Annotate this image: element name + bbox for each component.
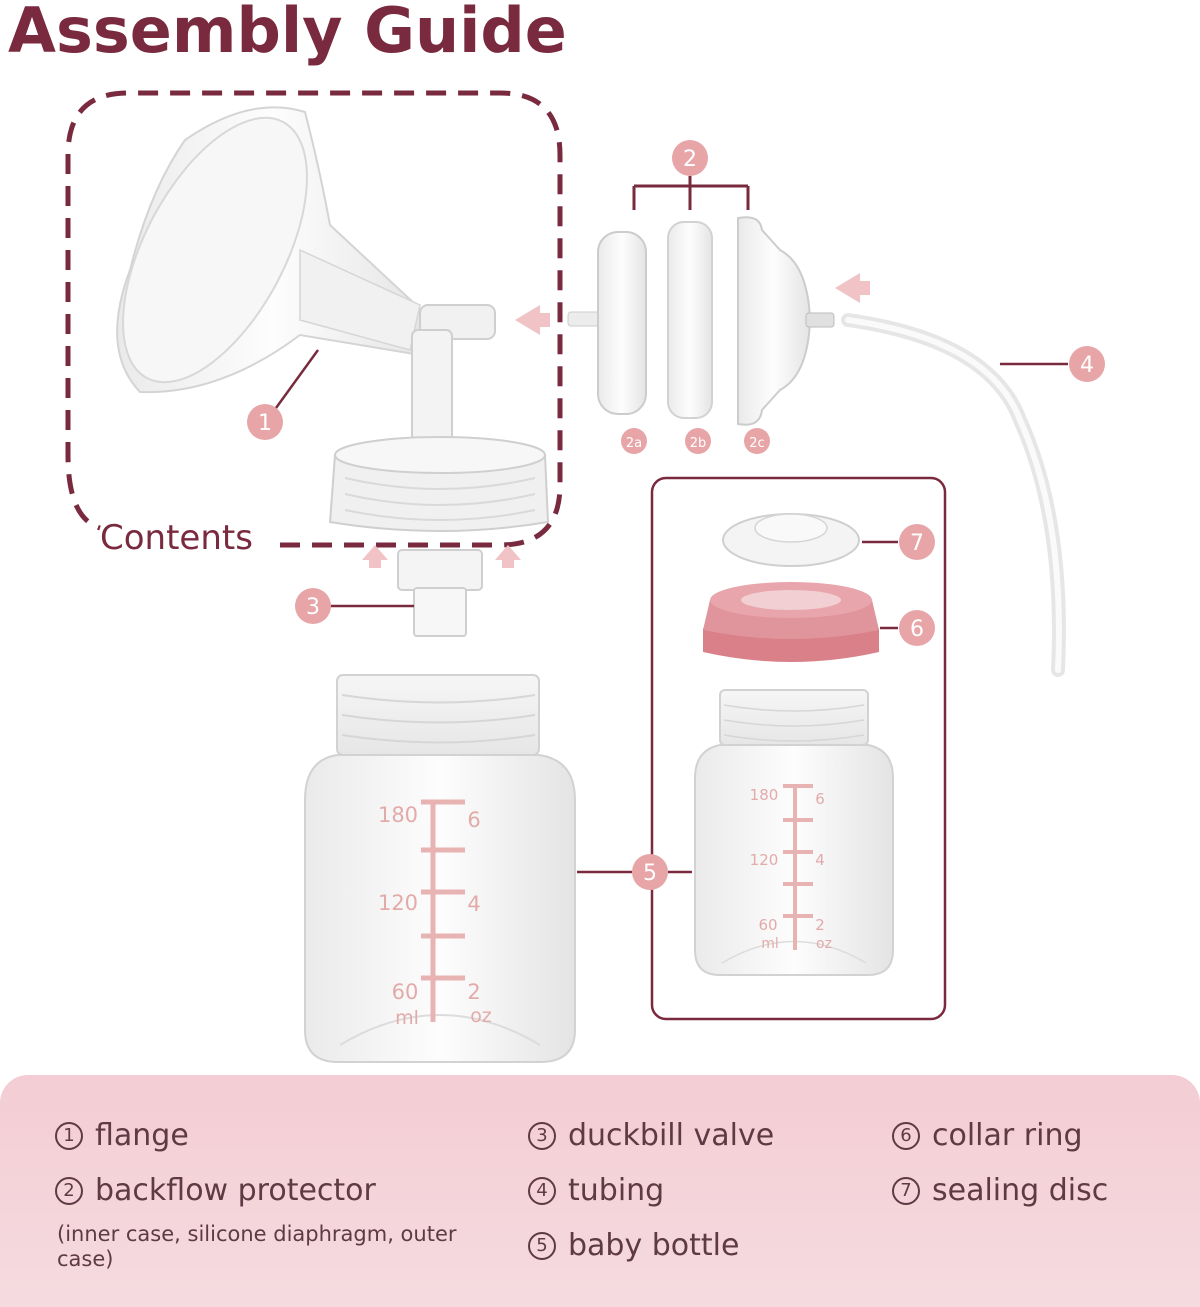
svg-text:4: 4 bbox=[1080, 353, 1094, 378]
tubing-illustration bbox=[841, 313, 1066, 677]
legend-number-4: 4 bbox=[528, 1176, 556, 1205]
arrow-group bbox=[362, 273, 870, 568]
callout-7: 7 bbox=[899, 524, 935, 560]
small-oz-unit: oz bbox=[816, 936, 832, 952]
callout-5: 5 bbox=[632, 854, 668, 890]
legend-number-1: 1 bbox=[55, 1121, 83, 1150]
legend-label-backflow-protector: backflow protector bbox=[95, 1173, 376, 1208]
small-ml-unit: ml bbox=[761, 936, 779, 952]
bottle-set-box bbox=[650, 476, 947, 1021]
arrow-left-1 bbox=[515, 305, 540, 335]
legend-item-sealing-disc: 7 sealing disc bbox=[892, 1173, 1108, 1208]
callout-4: 4 bbox=[1069, 346, 1105, 382]
small-oz-2: 2 bbox=[815, 916, 825, 934]
callout-2: 2 bbox=[672, 140, 708, 176]
small-ml-60: 60 bbox=[758, 916, 777, 934]
collar-ring-illustration bbox=[703, 582, 879, 662]
sealing-disc-illustration bbox=[722, 513, 860, 567]
large-bottle-illustration: 180 120 60 ml 6 4 2 oz bbox=[304, 674, 576, 1063]
legend-item-backflow-protector: 2 backflow protector bbox=[55, 1173, 376, 1208]
legend-item-flange: 1 flange bbox=[55, 1118, 189, 1153]
callout-2c: 2c bbox=[744, 428, 770, 454]
callout-2a: 2a bbox=[621, 428, 647, 454]
callout-1: 1 bbox=[247, 404, 283, 440]
legend-number-6: 6 bbox=[892, 1121, 920, 1150]
arrow-up-1 bbox=[362, 545, 388, 560]
svg-text:2a: 2a bbox=[626, 436, 642, 451]
legend-label-flange: flange bbox=[95, 1118, 189, 1153]
svg-text:2b: 2b bbox=[690, 436, 707, 451]
legend-label-duckbill-valve: duckbill valve bbox=[568, 1118, 775, 1153]
backflow-protector-illustration bbox=[567, 176, 835, 426]
callout-badges: 1 2 2a 2b 2c 3 4 5 6 7 bbox=[247, 140, 1105, 890]
large-oz-2: 2 bbox=[467, 980, 480, 1004]
legend-number-3: 3 bbox=[528, 1121, 556, 1150]
assembly-diagram: 180 120 60 ml 6 4 2 oz 180 120 60 ml 6 4… bbox=[65, 90, 1105, 1063]
large-ml-120: 120 bbox=[378, 891, 418, 915]
legend-number-5: 5 bbox=[528, 1231, 556, 1260]
legend-item-baby-bottle: 5 baby bottle bbox=[528, 1228, 739, 1263]
legend-note: (inner case, silicone diaphragm, outer c… bbox=[57, 1222, 457, 1271]
callout-2b: 2b bbox=[685, 428, 711, 454]
small-ml-120: 120 bbox=[750, 851, 779, 869]
legend-number-2: 2 bbox=[55, 1176, 83, 1205]
legend-label-baby-bottle: baby bottle bbox=[568, 1228, 740, 1263]
legend-label-collar-ring: collar ring bbox=[932, 1118, 1083, 1153]
large-oz-6: 6 bbox=[467, 808, 480, 832]
svg-text:5: 5 bbox=[643, 861, 657, 886]
callout-6: 6 bbox=[899, 610, 935, 646]
contents-dashed-box bbox=[65, 90, 563, 548]
small-oz-4: 4 bbox=[815, 851, 825, 869]
large-oz-unit: oz bbox=[470, 1005, 492, 1027]
legend-item-collar-ring: 6 collar ring bbox=[892, 1118, 1083, 1153]
legend-item-duckbill-valve: 3 duckbill valve bbox=[528, 1118, 774, 1153]
flange-illustration bbox=[116, 106, 550, 532]
svg-text:2c: 2c bbox=[749, 436, 764, 451]
large-ml-180: 180 bbox=[378, 803, 418, 827]
contents-label: Contents bbox=[100, 518, 253, 558]
arrow-left-2 bbox=[835, 273, 860, 303]
callout-3: 3 bbox=[295, 588, 331, 624]
duckbill-valve-illustration bbox=[397, 549, 483, 637]
arrow-up-2 bbox=[495, 545, 521, 560]
small-ml-180: 180 bbox=[750, 786, 779, 804]
legend-item-tubing: 4 tubing bbox=[528, 1173, 664, 1208]
small-oz-6: 6 bbox=[815, 790, 825, 808]
large-ml-60: 60 bbox=[392, 980, 419, 1004]
svg-text:6: 6 bbox=[910, 617, 924, 642]
small-bottle-illustration: 180 120 60 ml 6 4 2 oz bbox=[694, 689, 894, 976]
large-oz-4: 4 bbox=[467, 892, 480, 916]
legend-panel bbox=[0, 1075, 1200, 1307]
legend-label-sealing-disc: sealing disc bbox=[932, 1173, 1109, 1208]
page-title: Assembly Guide bbox=[8, 0, 567, 67]
svg-text:2: 2 bbox=[683, 147, 697, 172]
legend-label-tubing: tubing bbox=[568, 1173, 665, 1208]
svg-text:3: 3 bbox=[306, 595, 320, 620]
leader-lines bbox=[274, 349, 1068, 874]
svg-text:1: 1 bbox=[258, 411, 272, 436]
legend-number-7: 7 bbox=[892, 1176, 920, 1205]
large-ml-unit: ml bbox=[395, 1007, 419, 1029]
svg-text:7: 7 bbox=[910, 531, 924, 556]
